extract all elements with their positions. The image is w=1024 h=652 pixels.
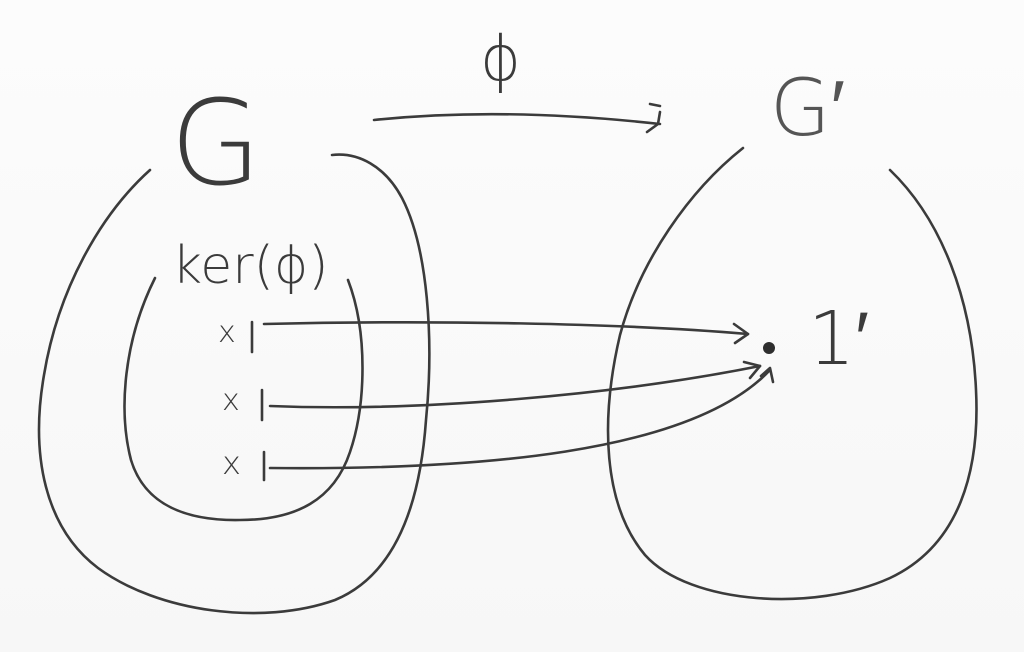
- set-g-label: G: [170, 74, 261, 212]
- kernel-label: ker(ϕ): [172, 236, 329, 296]
- set-g-outline: [37, 153, 431, 615]
- identity-point: [763, 342, 775, 354]
- phi-arrow-shaft: [372, 112, 662, 126]
- kernel-element-x: x: [222, 444, 241, 482]
- map-arrowhead-2: [742, 360, 762, 380]
- map-arrowhead-3: [759, 366, 775, 384]
- map-arrow-2: [260, 364, 762, 422]
- map-arrowhead-1: [732, 322, 750, 345]
- kernel-element-x: x: [222, 383, 240, 418]
- phi-arrowhead: [645, 102, 662, 134]
- map-phi-label: ϕ: [480, 22, 521, 95]
- identity-label: 1′: [808, 296, 869, 382]
- map-arrow-1: [250, 320, 750, 354]
- set-gprime-outline: [606, 146, 978, 601]
- kernel-outline: [123, 276, 364, 522]
- kernel-element-x: x: [218, 315, 236, 350]
- set-gprime-label: G′: [770, 64, 846, 154]
- map-arrow-3: [262, 368, 772, 482]
